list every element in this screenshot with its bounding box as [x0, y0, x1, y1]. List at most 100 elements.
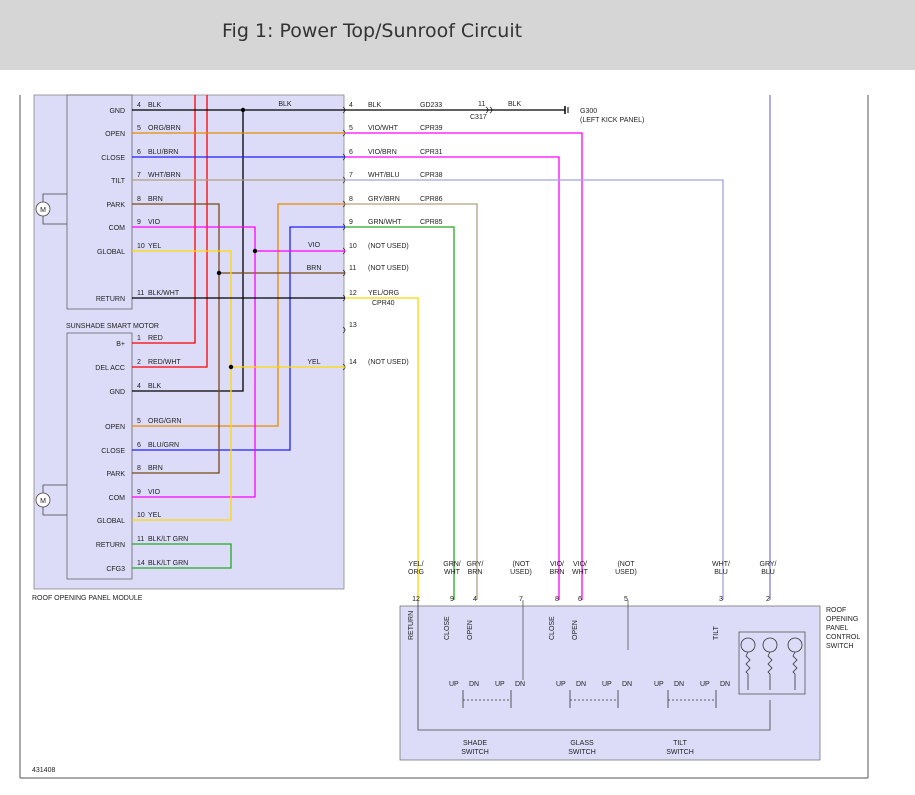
- motor1-pin-name: CLOSE: [101, 155, 125, 162]
- switch-pin-color: YEL/: [408, 561, 423, 568]
- switch-pin-color: WHT/: [712, 561, 730, 568]
- switch-pin-num: 9: [450, 596, 454, 603]
- connector-pin-num: 12: [349, 290, 357, 297]
- motor2-pin-color: BLU/GRN: [148, 442, 179, 449]
- switch-pin-color: (NOT: [617, 561, 635, 568]
- wire-park: [132, 203, 220, 474]
- motor2-pin-color: BRN: [148, 465, 163, 472]
- motor2-pin-name: B+: [116, 341, 125, 348]
- motor2-pin-name: OPEN: [105, 424, 125, 431]
- connector-pin-color: (NOT USED): [368, 243, 409, 250]
- switch-pin-color: VIO/: [550, 561, 564, 568]
- switch-up-label: UP: [654, 681, 664, 688]
- switch-group-name: SWITCH: [666, 749, 694, 756]
- motor1-pin-color: BLK/WHT: [148, 290, 180, 297]
- switch-dn-label: DN: [469, 681, 479, 688]
- wiring-diagram: ROOF OPENING PANEL MODULE431408SUNSHADE …: [19, 94, 869, 779]
- motor2-pin-color: BLK/LT GRN: [148, 536, 188, 543]
- ground-location: (LEFT KICK PANEL): [580, 117, 644, 124]
- motor1-pin-name: PARK: [106, 202, 125, 209]
- motor1-pin-color: BLK: [148, 102, 162, 109]
- motor2-pin-name: GLOBAL: [97, 518, 125, 525]
- motor2-pin-color: VIO: [148, 489, 161, 496]
- wire-close2: [132, 226, 345, 451]
- switch-label: CONTROL: [826, 634, 860, 641]
- wire-red-bplus: [132, 95, 196, 344]
- switch-pin-num: 7: [519, 596, 523, 603]
- motor2-pin-color: YEL: [148, 512, 161, 519]
- switch-label: ROOF: [826, 607, 846, 614]
- switch-pin-func: CLOSE: [549, 616, 556, 640]
- motor2-pin-num: 14: [137, 560, 145, 567]
- motor1-pin-num: 5: [137, 125, 141, 132]
- lamp-block: [738, 631, 806, 695]
- motor1-pin-name: COM: [109, 225, 126, 232]
- motor1-pin-name: GLOBAL: [97, 249, 125, 256]
- switch-return-bus: [417, 600, 771, 731]
- resistor-icon: [792, 651, 798, 690]
- diagram-frame: [19, 95, 869, 779]
- switch-pin-num: 5: [624, 596, 628, 603]
- connector-pin-bracket: [342, 326, 346, 334]
- switch-pin-color: GRY/: [467, 561, 484, 568]
- connector-pin-num: 13: [349, 322, 357, 329]
- splice-label-brn: BRN: [307, 265, 322, 272]
- connector-pin-num: 9: [349, 219, 353, 226]
- motor2-pin-num: 10: [137, 512, 145, 519]
- motor2-pin-color: BLK: [148, 383, 162, 390]
- switch-pin-color: BLU: [761, 569, 775, 576]
- motor1-symbol-lead-top: [42, 193, 67, 202]
- connector-pin-num: 11: [349, 265, 356, 272]
- motor2-pin-num: 8: [137, 465, 141, 472]
- switch-pin-func: CLOSE: [444, 616, 451, 640]
- motor2-pin-color: RED: [148, 335, 163, 342]
- motor2-pin-num: 6: [137, 442, 141, 449]
- switch-pin-func: OPEN: [572, 620, 579, 640]
- switch-dn-label: DN: [515, 681, 525, 688]
- motor2-pin-num: 5: [137, 418, 141, 425]
- motor1-symbol-letter: M: [40, 207, 46, 214]
- switch-label: OPENING: [826, 616, 858, 623]
- motor2-pin-color: ORG/GRN: [148, 418, 181, 425]
- switch-pin-color: USED): [510, 569, 532, 576]
- switch-dn-label: DN: [720, 681, 730, 688]
- switch-group-name: SWITCH: [461, 749, 489, 756]
- motor1-pin-num: 7: [137, 172, 141, 179]
- switch-up-label: UP: [700, 681, 710, 688]
- connector-pin-circuit: GD233: [420, 102, 442, 109]
- motor2-pin-name: CLOSE: [101, 448, 125, 455]
- switch-pin-color: WHT: [444, 569, 461, 576]
- splice-label-blk: BLK: [278, 101, 292, 108]
- splice-label-vio: VIO: [308, 242, 321, 249]
- page-title: Fig 1: Power Top/Sunroof Circuit: [222, 20, 523, 42]
- motor1-pin-color: VIO: [148, 219, 161, 226]
- switch-pin-num: 8: [555, 596, 559, 603]
- motor2-pin-name: PARK: [106, 471, 125, 478]
- motor1-symbol-lead-bottom: [42, 216, 67, 225]
- connector-pin-num: 6: [349, 149, 353, 156]
- module-label: ROOF OPENING PANEL MODULE: [32, 595, 143, 602]
- motor1-pin-color: BLU/BRN: [148, 149, 178, 156]
- motor2-pin-name: GND: [109, 389, 125, 396]
- connector-pin-color: (NOT USED): [368, 265, 409, 272]
- motor2-pin-color: RED/WHT: [148, 359, 181, 366]
- switch-up-label: UP: [556, 681, 566, 688]
- switch-pin-func: TILT: [713, 625, 720, 640]
- wire-yelorg-out: [345, 297, 419, 600]
- motor1-pin-color: YEL: [148, 243, 161, 250]
- motor1-pin-name: GND: [109, 108, 125, 115]
- wire-grnwht-out: [345, 226, 455, 600]
- connector-pin-circuit: CPR86: [420, 196, 443, 203]
- motor2-pin-num: 2: [137, 359, 141, 366]
- connector-pin-num: 14: [349, 359, 357, 366]
- motor1-pin-color: BRN: [148, 196, 163, 203]
- motor1-block: [66, 94, 133, 310]
- motor1-pin-name: RETURN: [96, 296, 125, 303]
- wire-open-out: [345, 132, 583, 600]
- wire-global: [132, 250, 232, 521]
- wire-grybrn-out: [345, 203, 478, 600]
- wire-com: [132, 226, 256, 498]
- motor2-pin-num: 1: [137, 335, 141, 342]
- switch-label: PANEL: [826, 625, 849, 632]
- motor2-pin-name: DEL ACC: [95, 365, 125, 372]
